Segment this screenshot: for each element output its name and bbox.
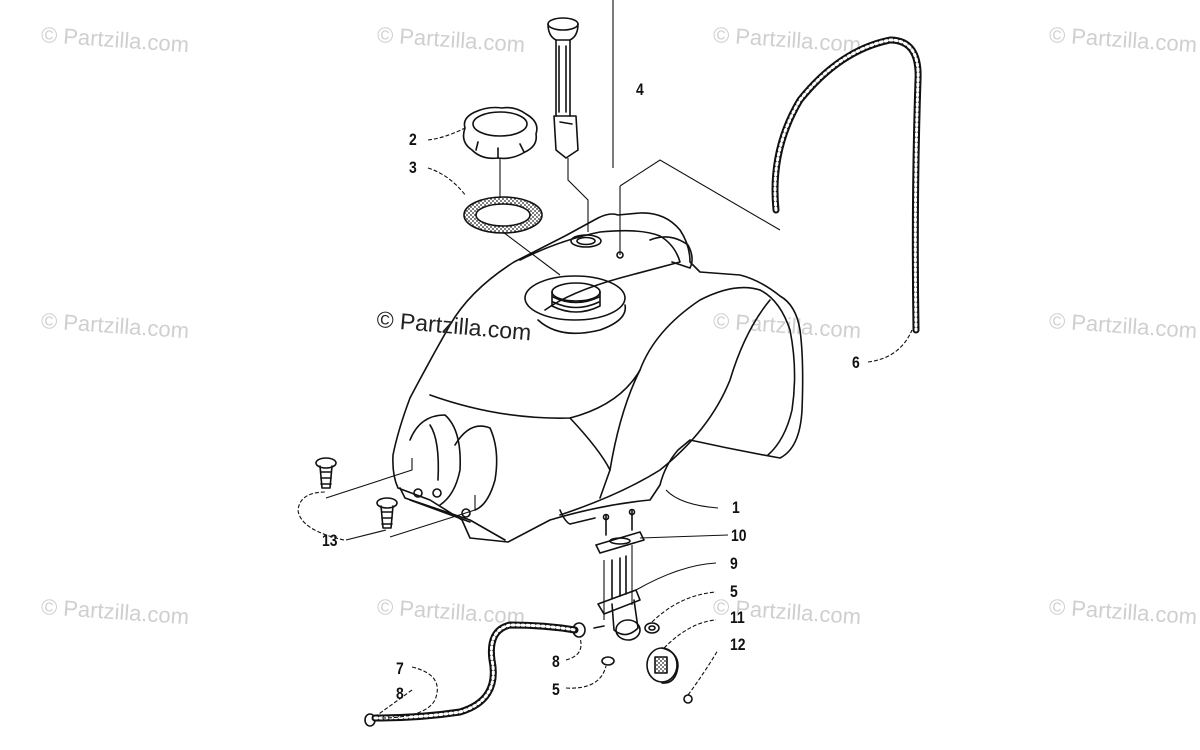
callout-3: 3 (409, 158, 417, 177)
callout-9: 9 (730, 554, 738, 573)
fuel-gauge (547, 17, 579, 159)
callout-8-right: 8 (552, 652, 560, 671)
fuel-cap (462, 106, 538, 160)
callout-12: 12 (730, 635, 746, 654)
vent-hose (771, 36, 922, 334)
callout-8-left: 8 (396, 684, 404, 703)
callout-1: 1 (732, 498, 740, 517)
leader-lines (297, 0, 913, 719)
gasket (463, 196, 543, 234)
callout-10: 10 (731, 526, 747, 545)
callout-6: 6 (852, 353, 860, 372)
callout-13: 13 (322, 531, 338, 550)
callout-7: 7 (396, 659, 404, 678)
callout-11: 11 (730, 608, 745, 627)
fuel-tank (392, 212, 804, 543)
callout-4: 4 (636, 80, 644, 99)
callout-2: 2 (409, 130, 417, 149)
callout-5-bottom: 5 (552, 680, 560, 699)
petcock-assembly (364, 508, 693, 727)
tank-screws (315, 457, 398, 529)
callout-5-right: 5 (730, 582, 738, 601)
